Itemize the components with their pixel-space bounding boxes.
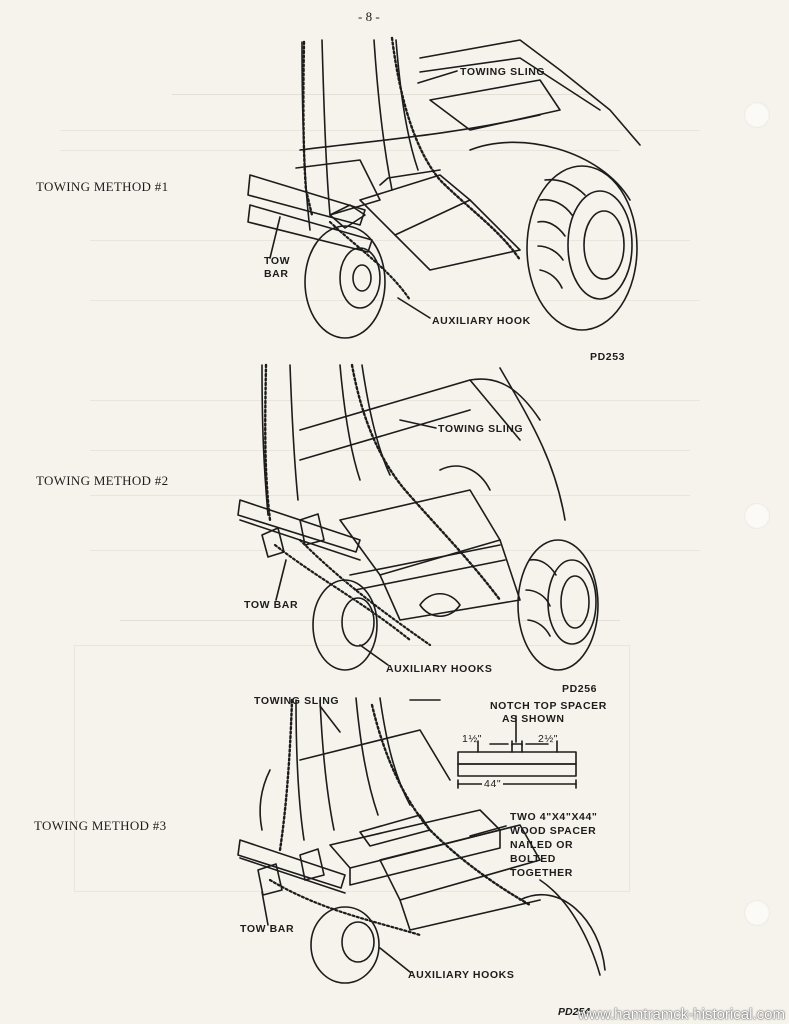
fig1-figure-code: PD253 <box>590 351 626 363</box>
fig1-auxiliary-hook-label: AUXILIARY HOOK <box>432 315 531 327</box>
fig3-towing-sling-label: TOWING SLING <box>254 695 340 707</box>
fig2-figure-code: PD256 <box>562 683 598 695</box>
fig3-spacer-label-line4: BOLTED <box>510 853 556 865</box>
fig2-tow-bar-label: TOW BAR <box>244 599 299 611</box>
towing-method-3-title: TOWING METHOD #3 <box>34 818 167 833</box>
punch-hole-top <box>744 102 770 128</box>
fig3-auxiliary-hooks-label: AUXILIARY HOOKS <box>408 969 515 981</box>
fig1-towing-sling-label: TOWING SLING <box>460 66 546 78</box>
fig2-towing-sling-label: TOWING SLING <box>438 423 524 435</box>
fig3-dimension-right: 2½" <box>538 733 559 745</box>
fig3-spacer-label-line5: TOGETHER <box>510 867 573 879</box>
fig1-tow-bar-label-line1: TOW <box>264 255 291 267</box>
towing-method-2-title: TOWING METHOD #2 <box>36 473 169 488</box>
fig3-tow-bar-label: TOW BAR <box>240 923 295 935</box>
punch-hole-bottom <box>744 900 770 926</box>
bleed-through <box>60 90 740 892</box>
fig1-tow-bar-label-line2: BAR <box>264 268 289 280</box>
fig3-dimension-left: 1½" <box>462 733 483 745</box>
site-watermark: www.hamtramck-historical.com <box>578 1006 785 1023</box>
fig3-notch-label-line1: NOTCH TOP SPACER <box>490 700 607 712</box>
fig3-spacer-label-line1: TWO 4"X4"X44" <box>510 811 598 823</box>
fig3-dimension-length: 44" <box>482 778 504 791</box>
punch-hole-middle <box>744 503 770 529</box>
fig3-spacer-label-line3: NAILED OR <box>510 839 574 851</box>
page-number: - 8 - <box>358 9 380 24</box>
fig3-notch-label-line2: AS SHOWN <box>502 713 565 725</box>
fig3-spacer-label-line2: WOOD SPACER <box>510 825 597 837</box>
fig3-figure-code: PD254 <box>558 1006 591 1018</box>
fig2-auxiliary-hooks-label: AUXILIARY HOOKS <box>386 663 493 675</box>
towing-method-1-title: TOWING METHOD #1 <box>36 179 169 194</box>
